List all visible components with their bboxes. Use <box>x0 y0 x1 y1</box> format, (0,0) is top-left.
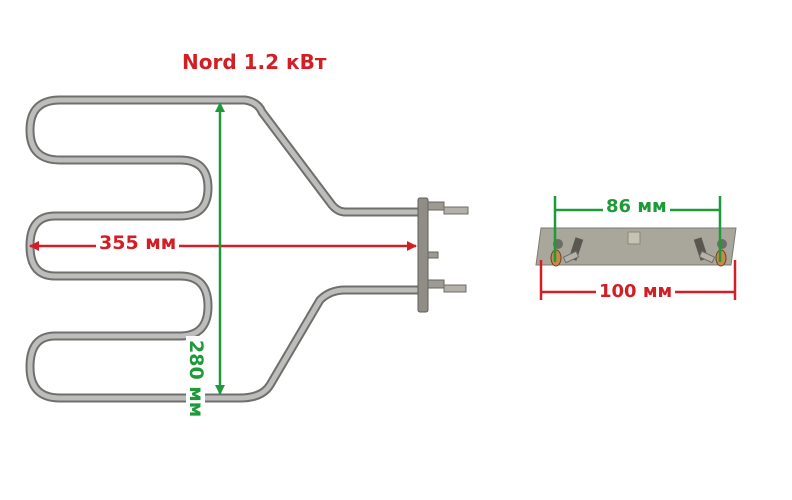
flange-length-label: 100 мм <box>596 283 676 301</box>
width-label: 355 мм <box>96 234 180 253</box>
heating-element <box>25 95 425 403</box>
terminal-spacing-label: 86 мм <box>603 198 670 216</box>
height-label: 280 мм <box>185 336 207 422</box>
flange-side-view <box>417 197 469 313</box>
product-title: Nord 1.2 кВт <box>182 50 327 74</box>
flange-front-view <box>535 227 737 267</box>
